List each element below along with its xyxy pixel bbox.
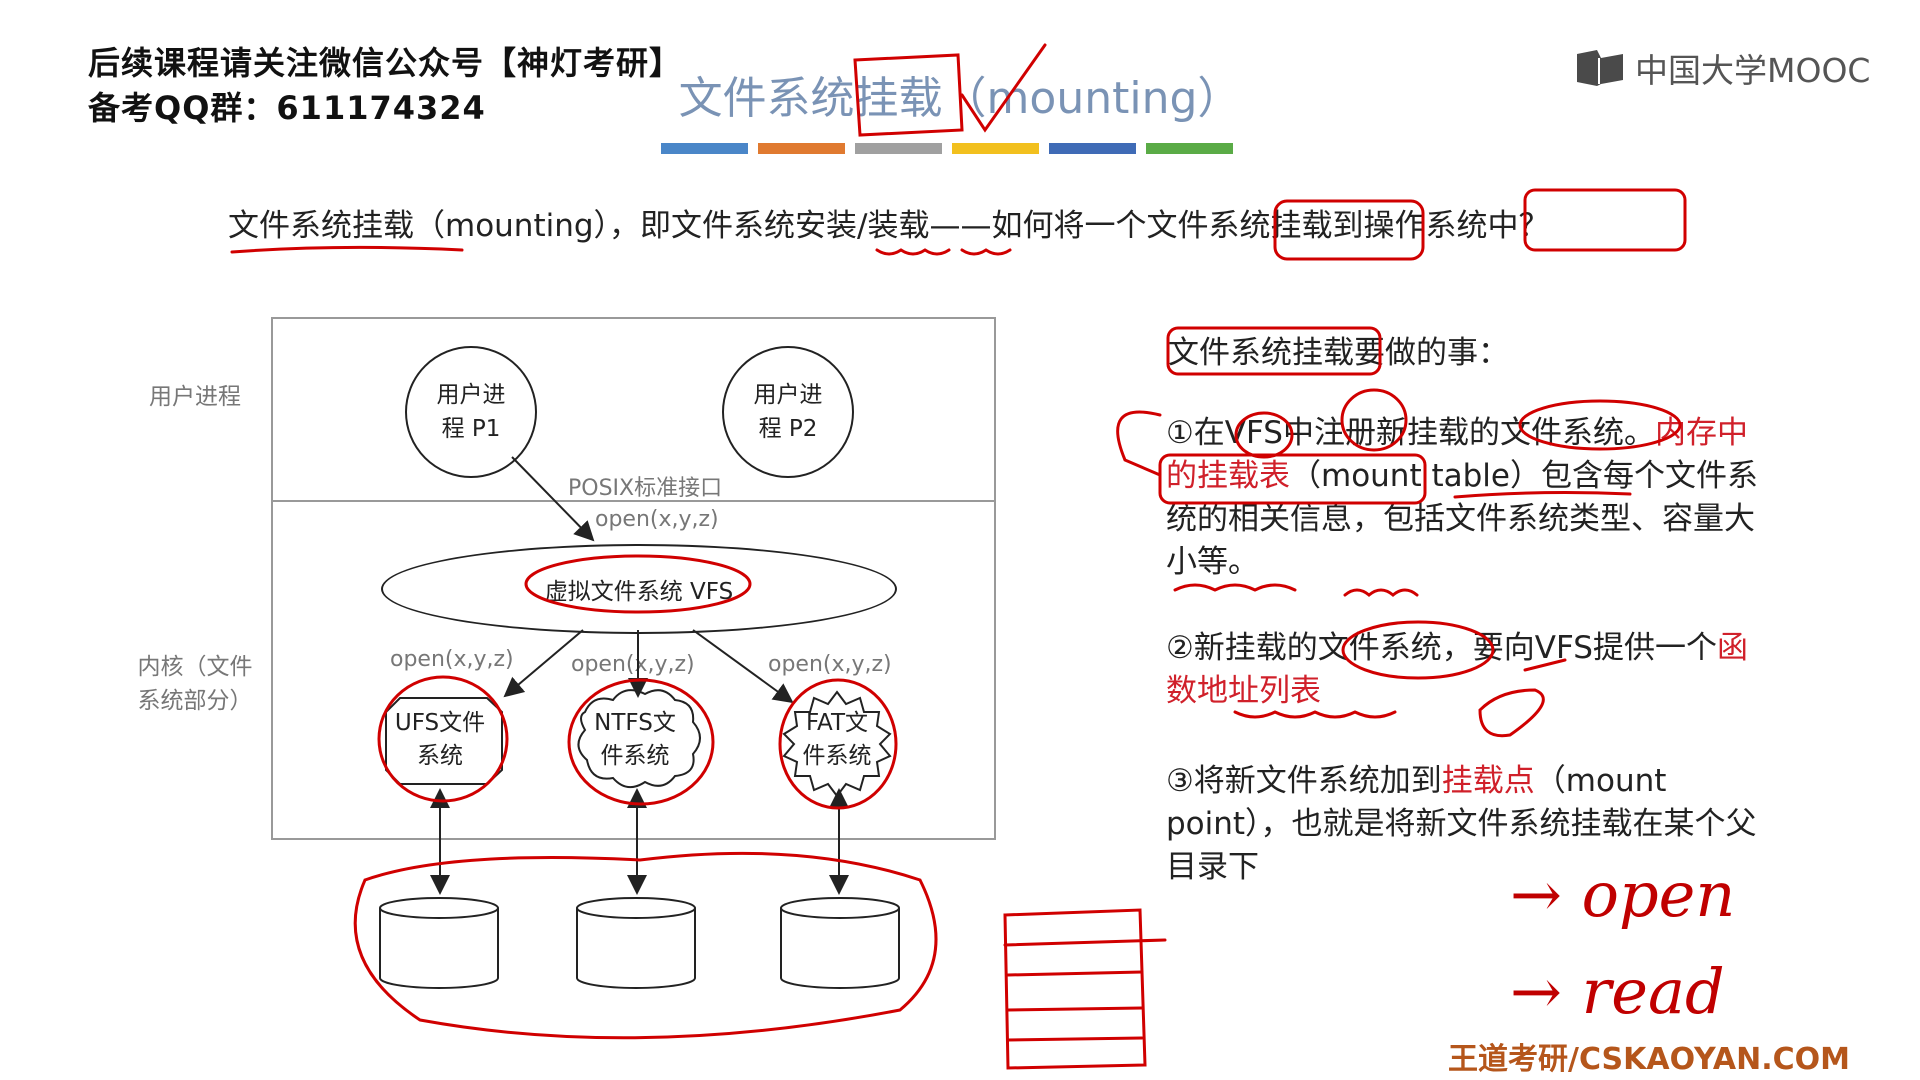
header-line-2: 备考QQ群：611174324 [88,89,486,127]
slide-title: 文件系统挂载（mounting） [678,73,1242,124]
process-p2-node: 用户进 程 P2 [722,346,854,478]
step-3-text: ③将新文件系统加到挂载点（mount point），也就是将新文件系统挂载在某个… [1166,760,1766,889]
open-call-left: open(x,y,z) [390,647,514,672]
usb-disk-node: U盘 [781,898,899,986]
step-1-part-a: ①在VFS中注册新挂载的文件系统。 [1166,415,1655,451]
handwritten-read: → read [1510,955,1725,1028]
color-bar [1146,143,1233,154]
vfs-node: 虚拟文件系统 VFS [381,544,897,634]
footer-brand: 王道考研/CSKAOYAN.COM [1448,1042,1850,1077]
title-color-bars [661,143,1233,154]
ntfs-node: NTFS文 件系统 [594,710,676,769]
step-3-part-a: ③将新文件系统加到 [1166,763,1442,799]
portable-disk-label: 移动硬盘 [590,939,682,965]
step-1-text: ①在VFS中注册新挂载的文件系统。内存中的挂载表（mount table）包含每… [1166,412,1766,584]
question-text: 文件系统挂载（mounting），即文件系统安装/装载——如何将一个文件系统挂载… [228,208,1550,244]
book-logo-icon [1577,50,1623,86]
diagram-divider [271,500,994,502]
vfs-label: 虚拟文件系统 VFS [544,579,734,605]
user-process-label: 用户进程 [149,384,241,410]
color-bar [855,143,942,154]
step-2-part-a: ②新挂载的文件系统，要向VFS提供一个 [1166,630,1717,666]
function-table-term: 函数地址列表 [1166,630,1748,709]
step-3-part-b: （mount point），也就是将新文件系统挂载在某个父目录下 [1166,763,1757,885]
mooc-logo: 中国大学MOOC [1575,48,1870,90]
process-p1-node: 用户进 程 P1 [405,346,537,478]
fat-node: FAT文 件系统 [802,710,872,769]
kernel-label: 内核（文件 系统部分） [137,654,253,714]
right-heading: 文件系统挂载要做的事： [1168,335,1509,371]
ufs-node: UFS文件 系统 [394,710,486,769]
open-call-right: open(x,y,z) [768,652,892,677]
color-bar [952,143,1039,154]
logo-text: 中国大学MOOC [1635,51,1871,90]
color-bar [758,143,845,154]
color-bar [661,143,748,154]
mount-point-term: 挂载点 [1441,763,1535,799]
posix-label: POSIX标准接口 [568,476,723,501]
color-bar [1049,143,1136,154]
open-call-top: open(x,y,z) [595,507,719,532]
header-line-1: 后续课程请关注微信公众号【神灯考研】 [88,44,683,82]
portable-disk-node: 移动硬盘 [577,898,695,986]
handwritten-open: → open [1510,858,1736,931]
usb-disk-label: U盘 [820,939,860,965]
disk-node: 磁盘 [380,898,498,986]
step-2-text: ②新挂载的文件系统，要向VFS提供一个函数地址列表 [1166,627,1766,713]
open-call-mid: open(x,y,z) [571,652,695,677]
disk-label: 磁盘 [416,939,462,965]
